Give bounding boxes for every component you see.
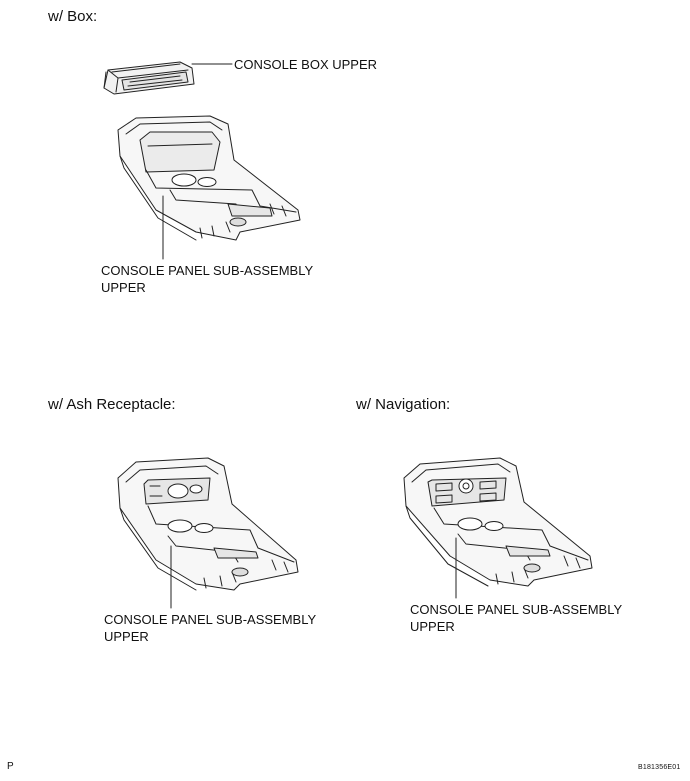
console-panel-box-part <box>117 115 301 241</box>
label-nav-panel-line2: UPPER <box>410 619 455 634</box>
section-heading-box: w/ Box: <box>48 8 98 25</box>
label-box-panel-line1: CONSOLE PANEL SUB-ASSEMBLY <box>101 263 314 278</box>
label-ash-panel-line2: UPPER <box>104 629 149 644</box>
label-nav-panel-line1: CONSOLE PANEL SUB-ASSEMBLY <box>410 602 623 617</box>
label-ash-panel-line1: CONSOLE PANEL SUB-ASSEMBLY <box>104 612 317 627</box>
section-heading-nav: w/ Navigation: <box>356 396 451 413</box>
label-console-box-upper: CONSOLE BOX UPPER <box>234 57 378 72</box>
corner-mark: P <box>7 761 14 772</box>
label-box-panel-line2: UPPER <box>101 280 146 295</box>
section-heading-ash: w/ Ash Receptacle: <box>48 396 176 413</box>
console-panel-ash-part <box>117 457 299 591</box>
figure-code: B181356E01 <box>638 764 681 771</box>
console-panel-nav-part <box>403 457 593 587</box>
console-box-upper-part <box>103 61 195 95</box>
